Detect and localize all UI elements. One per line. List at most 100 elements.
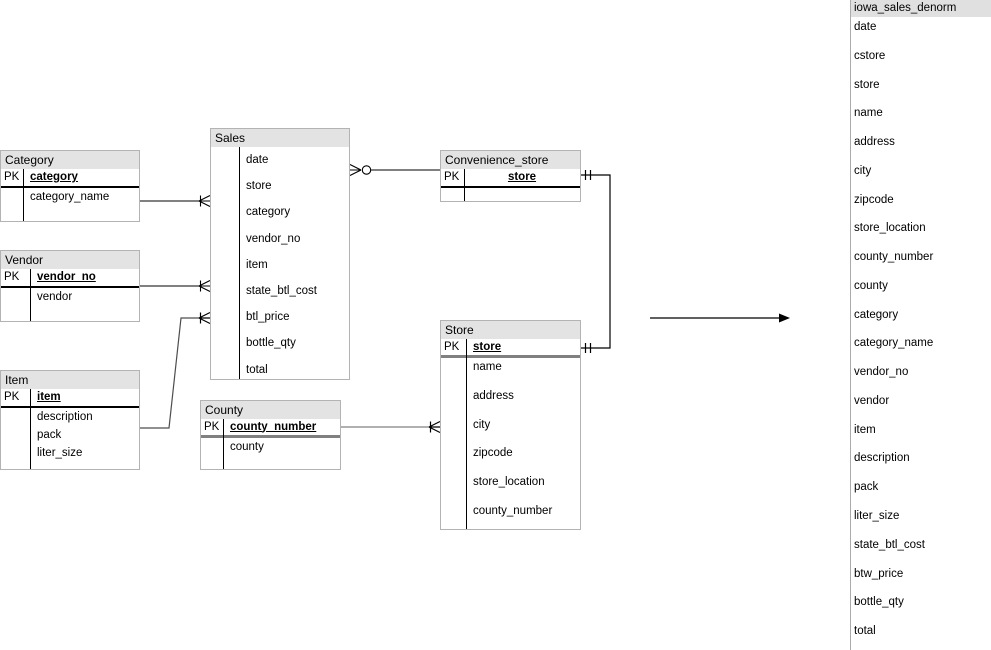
table-title: Vendor [1, 251, 139, 269]
field-row: pack [37, 429, 62, 441]
field-row: total [246, 363, 268, 376]
pk-field-name: county_number [230, 420, 317, 433]
denorm-field: county [854, 279, 888, 292]
denorm-field: category [854, 308, 899, 321]
connector-category-sales [140, 195, 211, 207]
field-row: category_name [30, 190, 110, 203]
denorm-table[interactable]: iowa_sales_denorm date cstore store name add… [850, 0, 991, 650]
field-row: date [246, 154, 269, 167]
field-row: county [230, 440, 264, 453]
pk-column-divider [30, 269, 31, 321]
connector-vendor-sales [140, 280, 211, 292]
field-row: liter_size [37, 447, 83, 459]
denorm-field: name [854, 107, 883, 120]
field-row: vendor [37, 290, 73, 303]
crowsfoot-many-icon [198, 195, 211, 207]
denorm-field: state_btl_cost [854, 538, 925, 551]
transform-arrow-icon [650, 313, 790, 323]
denorm-field: store_location [854, 222, 926, 235]
pk-column-divider [30, 389, 31, 469]
field-row: state_btl_cost [246, 285, 317, 298]
table-fields: county [201, 438, 340, 455]
pk-label: PK [4, 271, 20, 283]
field-row: category [246, 206, 291, 219]
field-row: name [473, 361, 502, 373]
denorm-field: cstore [854, 49, 886, 62]
connector-sales-conveniencestore [349, 164, 440, 176]
pk-row: PK vendor_no [1, 269, 139, 288]
pk-field-name: vendor_no [37, 271, 96, 283]
table-fields: category_name [1, 188, 139, 205]
pk-label: PK [444, 171, 460, 183]
crowsfoot-many-icon [198, 280, 211, 292]
field-row: btl_price [246, 311, 290, 324]
field-row: city [473, 418, 491, 431]
field-row: county_number [473, 504, 553, 517]
table-title: Store [441, 321, 580, 339]
denorm-field: description [854, 452, 910, 465]
field-row: item [246, 258, 268, 271]
denorm-field: vendor [854, 394, 890, 407]
pk-column-divider [239, 147, 240, 379]
table-title: Item [1, 371, 139, 389]
denorm-field: city [854, 164, 872, 177]
pk-column-divider [23, 169, 24, 221]
pk-field-name: category [30, 171, 78, 183]
denorm-field: county_number [854, 251, 934, 264]
table-title: County [201, 401, 340, 419]
pk-field-name: store [473, 340, 502, 353]
denorm-field: total [854, 625, 876, 638]
pk-column-divider [464, 169, 465, 201]
field-row: vendor_no [246, 232, 301, 245]
pk-column-divider [223, 419, 224, 469]
table-fields: vendor [1, 288, 139, 305]
one-and-only-one-ticks-icon [584, 170, 592, 353]
arrowhead-icon [779, 313, 790, 323]
denorm-field: store [854, 78, 880, 91]
field-row: zipcode [473, 447, 513, 460]
field-row: address [473, 389, 514, 402]
field-row: store [246, 180, 272, 193]
denorm-field: date [854, 21, 877, 33]
table-title: Convenience_store [441, 151, 580, 169]
field-row: store_location [473, 476, 545, 489]
crowsfoot-many-icon [428, 420, 441, 434]
denorm-field: category_name [854, 337, 934, 350]
connector-conveniencestore-store [581, 170, 611, 353]
table-title: Sales [211, 129, 349, 147]
denorm-field: address [854, 136, 895, 149]
pk-label: PK [444, 340, 460, 353]
denorm-field: zipcode [854, 193, 894, 206]
field-row: description [37, 411, 93, 423]
pk-row: PK county_number [201, 419, 340, 438]
denorm-field-list: date cstore store name address city zipcode sto… [851, 17, 991, 650]
denorm-field: item [854, 423, 876, 436]
table-title: Category [1, 151, 139, 169]
pk-field-name: store [507, 171, 537, 183]
denorm-field: bottle_qty [854, 596, 904, 609]
pk-row: PK store [441, 169, 580, 188]
denorm-field: liter_size [854, 510, 900, 523]
pk-label: PK [204, 420, 220, 433]
field-row: bottle_qty [246, 337, 296, 350]
crowsfoot-many-icon [349, 164, 362, 176]
pk-field-name: item [37, 391, 61, 403]
denorm-title: iowa_sales_denorm [851, 0, 991, 17]
connector-county-store [340, 420, 441, 434]
table-fields: description pack liter_size [1, 408, 139, 462]
denorm-field: vendor_no [854, 366, 909, 379]
pk-row: PK store [441, 339, 580, 358]
crowsfoot-many-icon [198, 311, 211, 325]
